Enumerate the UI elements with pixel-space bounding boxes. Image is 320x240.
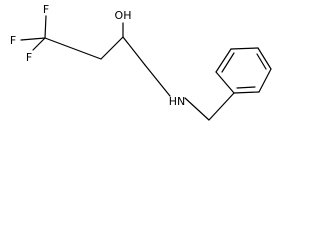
bond-cf3-ch2 bbox=[44, 37, 102, 60]
bond-n-ch2 bbox=[184, 97, 210, 121]
bond-lines bbox=[20, 15, 272, 121]
bond-choh-ch2 bbox=[122, 36, 146, 66]
hydroxyl-label: OH bbox=[115, 9, 132, 22]
bond-cf-top bbox=[44, 15, 47, 39]
amine-label: HN bbox=[169, 95, 186, 108]
ring-double-bond-1 bbox=[221, 52, 235, 73]
fluorine-label-bottom: F bbox=[26, 51, 32, 64]
bond-ch2-choh bbox=[100, 36, 124, 60]
ring-bond-4 bbox=[257, 47, 272, 70]
bond-ch2-n bbox=[144, 64, 171, 97]
ring-bond-5 bbox=[258, 68, 272, 93]
ring-bond-6 bbox=[233, 91, 260, 94]
fluorine-label-top: F bbox=[43, 3, 49, 16]
ring-bond-1 bbox=[215, 71, 235, 94]
fluorine-label-left: F bbox=[10, 34, 16, 47]
bond-cf-bottom bbox=[32, 37, 46, 51]
ring-double-bond-3 bbox=[236, 86, 256, 89]
chemical-structure: F F F OH HN bbox=[10, 3, 272, 121]
ring-double-bond-2 bbox=[256, 53, 267, 70]
atom-labels: F F F OH HN bbox=[10, 3, 185, 108]
ring-bond-2 bbox=[215, 48, 232, 73]
bond-ch2-ring bbox=[208, 92, 235, 121]
bond-cf-left bbox=[20, 37, 46, 41]
ring-bond-3 bbox=[230, 47, 259, 50]
